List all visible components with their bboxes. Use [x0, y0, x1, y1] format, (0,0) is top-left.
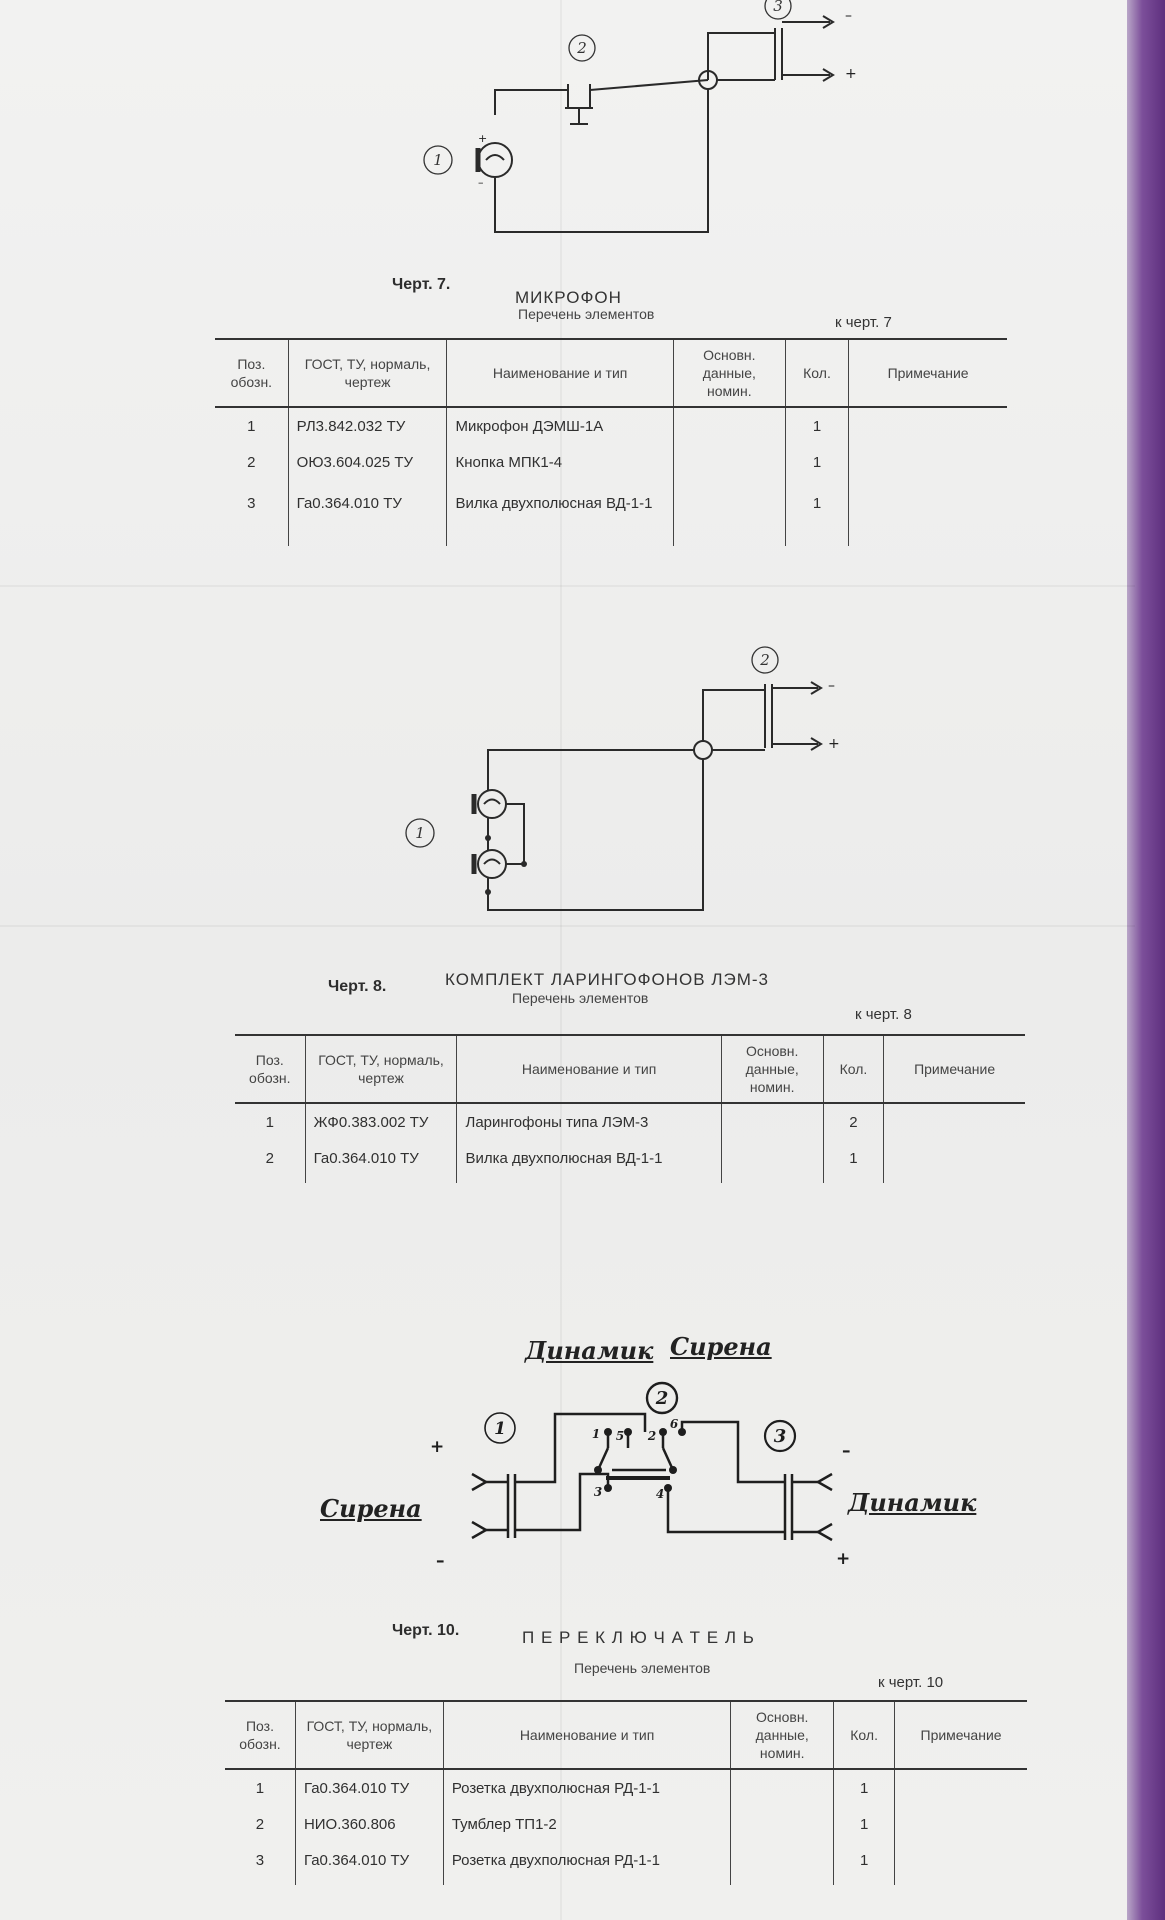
elements-table: Поз. обозн. ГОСТ, ТУ, нормаль, чертеж На…	[215, 338, 1007, 546]
col-header: Основн. данные, номин.	[720, 1034, 824, 1104]
handwritten-siren-left: Сирена	[320, 1494, 422, 1523]
figure-caption: Черт. 8.	[328, 978, 387, 995]
col-header: ГОСТ, ТУ, нормаль, чертеж	[294, 1700, 444, 1770]
table-row: 1 Га0.364.010 ТУ Розетка двухполюсная РД…	[225, 1769, 1027, 1813]
document-page	[0, 0, 1135, 1920]
label-pos-1: 1	[494, 1419, 506, 1439]
table-reference: к черт. 10	[878, 1674, 944, 1691]
table-row: 2 Га0.364.010 ТУ Вилка двухполюсная ВД-1…	[235, 1147, 1025, 1183]
col-header: Примечание	[883, 1034, 1025, 1104]
col-header: Наименование и тип	[442, 1700, 731, 1770]
label-pos-3: 3	[773, 0, 783, 15]
fold-line-horizontal	[0, 925, 1135, 927]
fold-line-vertical	[560, 0, 562, 1920]
col-header: Поз. обозн.	[225, 1700, 296, 1770]
col-header: Примечание	[848, 338, 1007, 408]
schematic-microphone-svg: 2 3 1 – + + –	[423, 0, 857, 233]
col-header: Кол.	[784, 338, 849, 408]
col-header: Наименование и тип	[446, 338, 674, 408]
label-mic-neg: –	[478, 176, 484, 189]
label-pos-3: 3	[774, 1426, 787, 1447]
elements-table: Поз. обозн. ГОСТ, ТУ, нормаль, чертеж На…	[225, 1700, 1027, 1885]
label-minus-left: –	[436, 1551, 445, 1571]
table-row: 1 ЖФ0.383.002 ТУ Ларингофоны типа ЛЭМ-3 …	[235, 1103, 1025, 1147]
schematic-switch-svg: 1 2 3 1 5 2 6 3 4 + – – +	[430, 1381, 851, 1571]
section-title: МИКРОФОН	[515, 288, 622, 307]
table-row: 1 РЛ3.842.032 ТУ Микрофон ДЭМШ-1А 1	[215, 407, 1007, 451]
contact-1: 1	[592, 1427, 600, 1441]
section-subtitle: Перечень элементов	[518, 306, 655, 322]
contact-3: 3	[594, 1485, 602, 1499]
schematic-laryngophones-svg: 2 1 – +	[405, 646, 840, 911]
label-mic-pos: +	[478, 132, 487, 145]
section-subtitle: Перечень элементов	[574, 1660, 711, 1676]
label-plus-left: +	[430, 1437, 444, 1457]
label-plus: +	[845, 66, 857, 82]
label-pos-2: 2	[576, 39, 587, 57]
label-plus-right: +	[836, 1549, 850, 1569]
table-reference: к черт. 7	[835, 314, 892, 331]
label-minus: –	[828, 678, 835, 694]
contact-6: 6	[670, 1417, 679, 1431]
table-row: 2 ОЮ3.604.025 ТУ Кнопка МПК1-4 1	[215, 451, 1007, 487]
handwritten-siren-top: Сирена	[670, 1332, 772, 1361]
background-fabric	[1127, 0, 1165, 1920]
label-plus: +	[828, 736, 840, 752]
table-row: 3 Га0.364.010 ТУ Вилка двухполюсная ВД-1…	[215, 487, 1007, 546]
handwritten-dynamic-top: Динамик	[525, 1336, 654, 1365]
section-title: П Е Р Е К Л Ю Ч А Т Е Л Ь	[522, 1628, 755, 1647]
elements-table: Поз. обозн. ГОСТ, ТУ, нормаль, чертеж На…	[235, 1034, 1025, 1183]
label-pos-2: 2	[655, 1388, 669, 1409]
contact-5: 5	[616, 1429, 624, 1443]
table-reference: к черт. 8	[855, 1006, 912, 1023]
label-minus-right: –	[842, 1441, 851, 1461]
label-pos-1: 1	[433, 151, 443, 169]
figure-caption: Черт. 10.	[392, 1622, 460, 1639]
col-header: ГОСТ, ТУ, нормаль, чертеж	[287, 338, 447, 408]
schematic-switch: 1 2 3 1 5 2 6 3 4 + – – +	[420, 1370, 870, 1580]
section-subtitle: Перечень элементов	[512, 990, 649, 1006]
table-row: 2 НИО.360.806 Тумблер ТП1-2 1	[225, 1813, 1027, 1849]
handwritten-dynamic-right: Динамик	[848, 1488, 977, 1517]
col-header: Основн. данные, номин.	[730, 1700, 834, 1770]
section-title: КОМПЛЕКТ ЛАРИНГОФОНОВ ЛЭМ-3	[445, 970, 769, 989]
fold-line-horizontal	[0, 585, 1135, 587]
col-header: Кол.	[822, 1034, 884, 1104]
schematic-laryngophones: 2 1 – +	[400, 640, 860, 920]
schematic-microphone: 2 3 1 – + + –	[420, 0, 900, 250]
col-header: ГОСТ, ТУ, нормаль, чертеж	[304, 1034, 457, 1104]
col-header: Поз. обозн.	[215, 338, 289, 408]
figure-caption: Черт. 7.	[392, 276, 451, 293]
contact-2: 2	[647, 1429, 656, 1443]
col-header: Поз. обозн.	[235, 1034, 306, 1104]
label-pos-1: 1	[415, 824, 425, 842]
contact-4: 4	[656, 1487, 664, 1501]
col-header: Примечание	[894, 1700, 1027, 1770]
col-header: Основн. данные, номин.	[672, 338, 786, 408]
col-header: Наименование и тип	[456, 1034, 722, 1104]
table-row: 3 Га0.364.010 ТУ Розетка двухполюсная РД…	[225, 1849, 1027, 1885]
label-pos-2: 2	[759, 651, 770, 669]
col-header: Кол.	[833, 1700, 895, 1770]
label-minus: –	[845, 8, 852, 24]
